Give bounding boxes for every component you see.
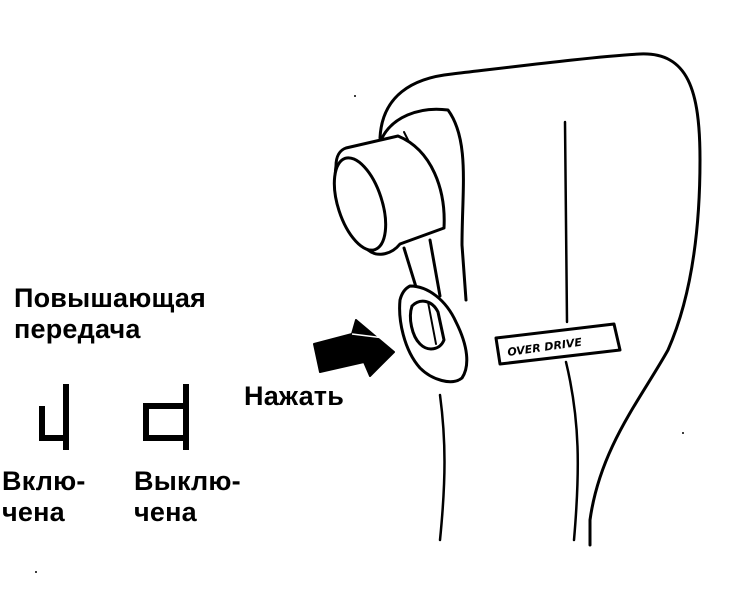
switched-on-label-line-1: Вклю- [2,466,86,496]
shift-knob [378,52,702,547]
switched-on-label-line-2: чена [2,497,65,527]
switched-off-label: Выклю- чена [134,466,241,528]
switch-lever [398,284,469,384]
switch-off-symbol-icon [143,384,189,450]
overdrive-label: Повышающая передача [14,283,206,345]
overdrive-label-line-1: Повышающая [14,283,207,313]
overdrive-switch-cylinder [332,134,446,302]
switched-on-label: Вклю- чена [2,466,86,528]
press-label-text: Нажать [244,381,345,411]
overdrive-label-line-2: передача [14,314,141,344]
scan-specks [35,95,684,573]
press-arrow-icon [313,319,395,377]
overdrive-plate: OVER DRIVE [494,322,622,366]
switch-on-symbol-icon [39,384,69,450]
switched-off-label-line-2: чена [134,497,197,527]
press-label: Нажать [244,381,344,412]
switched-off-label-line-1: Выклю- [134,466,241,496]
